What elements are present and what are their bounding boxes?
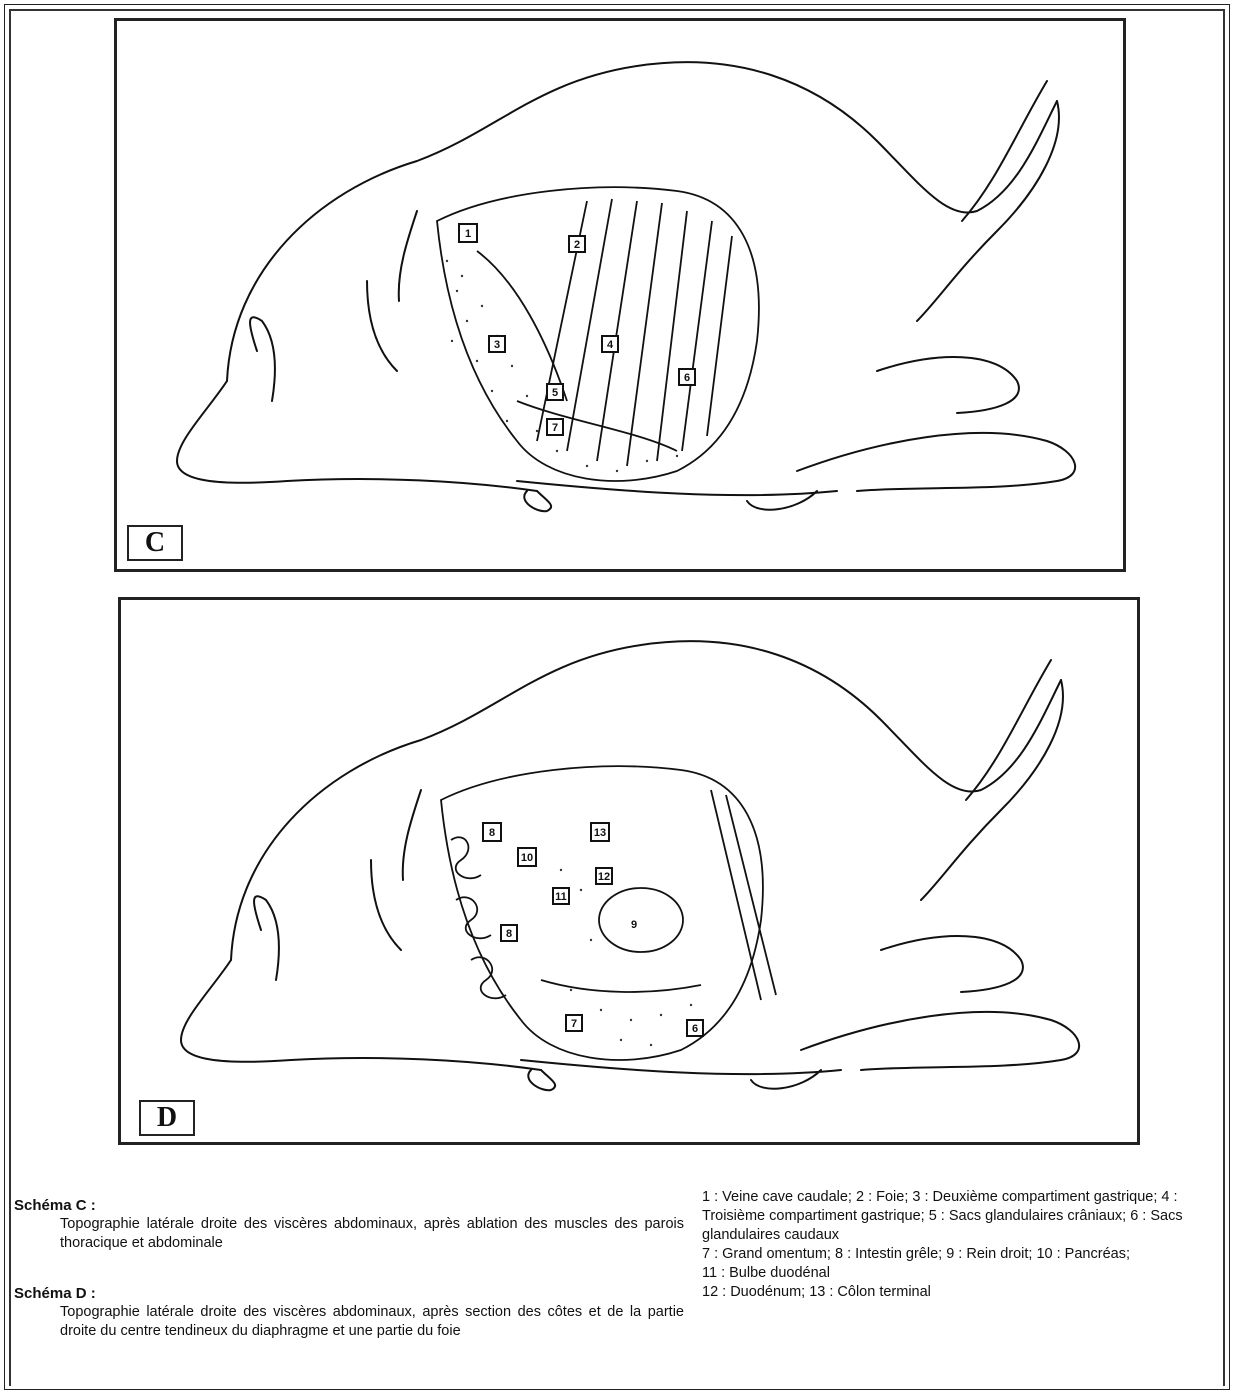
caption-d-title: Schéma D : [14,1284,684,1303]
caption-c-text: Topographie latérale droite des viscères… [14,1215,684,1253]
svg-text:13: 13 [594,827,606,839]
svg-text:5: 5 [552,387,558,399]
marker-c-1: 1 [459,224,477,242]
panel-label-d: D [139,1100,195,1136]
marker-d-7: 7 [566,1015,582,1031]
svg-text:9: 9 [631,919,637,931]
marker-d-13: 13 [591,823,609,841]
svg-text:6: 6 [684,372,690,384]
svg-text:3: 3 [494,339,500,351]
svg-text:1: 1 [465,228,471,240]
svg-text:2: 2 [574,239,580,251]
svg-text:11: 11 [555,891,567,903]
caption-d: Schéma D : Topographie latérale droite d… [14,1284,684,1341]
panel-label-c: C [127,525,183,561]
legend-line-2: 7 : Grand omentum; 8 : Intestin grêle; 9… [702,1245,1217,1264]
marker-c-6: 6 [679,369,695,385]
legend-line-1: 1 : Veine cave caudale; 2 : Foie; 3 : De… [702,1188,1217,1245]
marker-c-3: 3 [489,336,505,352]
marker-d-8: 8 [483,823,501,841]
caption-d-text: Topographie latérale droite des viscères… [14,1303,684,1341]
figure-panel-c: 1 2 3 4 5 6 7 C [114,18,1126,572]
marker-c-7: 7 [547,419,563,435]
marker-d-6: 6 [687,1020,703,1036]
svg-text:7: 7 [552,422,558,434]
legend-line-4: 12 : Duodénum; 13 : Côlon terminal [702,1283,1217,1302]
camel-illustration-c: 1 2 3 4 5 6 7 [117,21,1123,569]
svg-text:12: 12 [598,871,610,883]
svg-text:4: 4 [607,339,614,351]
marker-d-12: 12 [596,868,612,884]
legend-line-3: 11 : Bulbe duodénal [702,1264,1217,1283]
figure-panel-d: 8 9 10 11 12 13 8 6 7 D [118,597,1140,1145]
marker-d-8b: 8 [501,925,517,941]
camel-illustration-d: 8 9 10 11 12 13 8 6 7 [121,600,1137,1142]
svg-text:6: 6 [692,1023,698,1035]
marker-d-11: 11 [553,888,569,904]
caption-c-title: Schéma C : [14,1196,684,1215]
marker-d-10: 10 [518,848,536,866]
marker-c-5: 5 [547,384,563,400]
svg-text:8: 8 [506,928,512,940]
marker-d-9: 9 [631,919,637,931]
marker-c-2: 2 [569,236,585,252]
caption-c: Schéma C : Topographie latérale droite d… [14,1196,684,1253]
svg-text:8: 8 [489,827,495,839]
marker-c-4: 4 [602,336,618,352]
legend: 1 : Veine cave caudale; 2 : Foie; 3 : De… [702,1188,1217,1302]
svg-text:7: 7 [571,1018,577,1030]
svg-text:10: 10 [521,852,533,864]
